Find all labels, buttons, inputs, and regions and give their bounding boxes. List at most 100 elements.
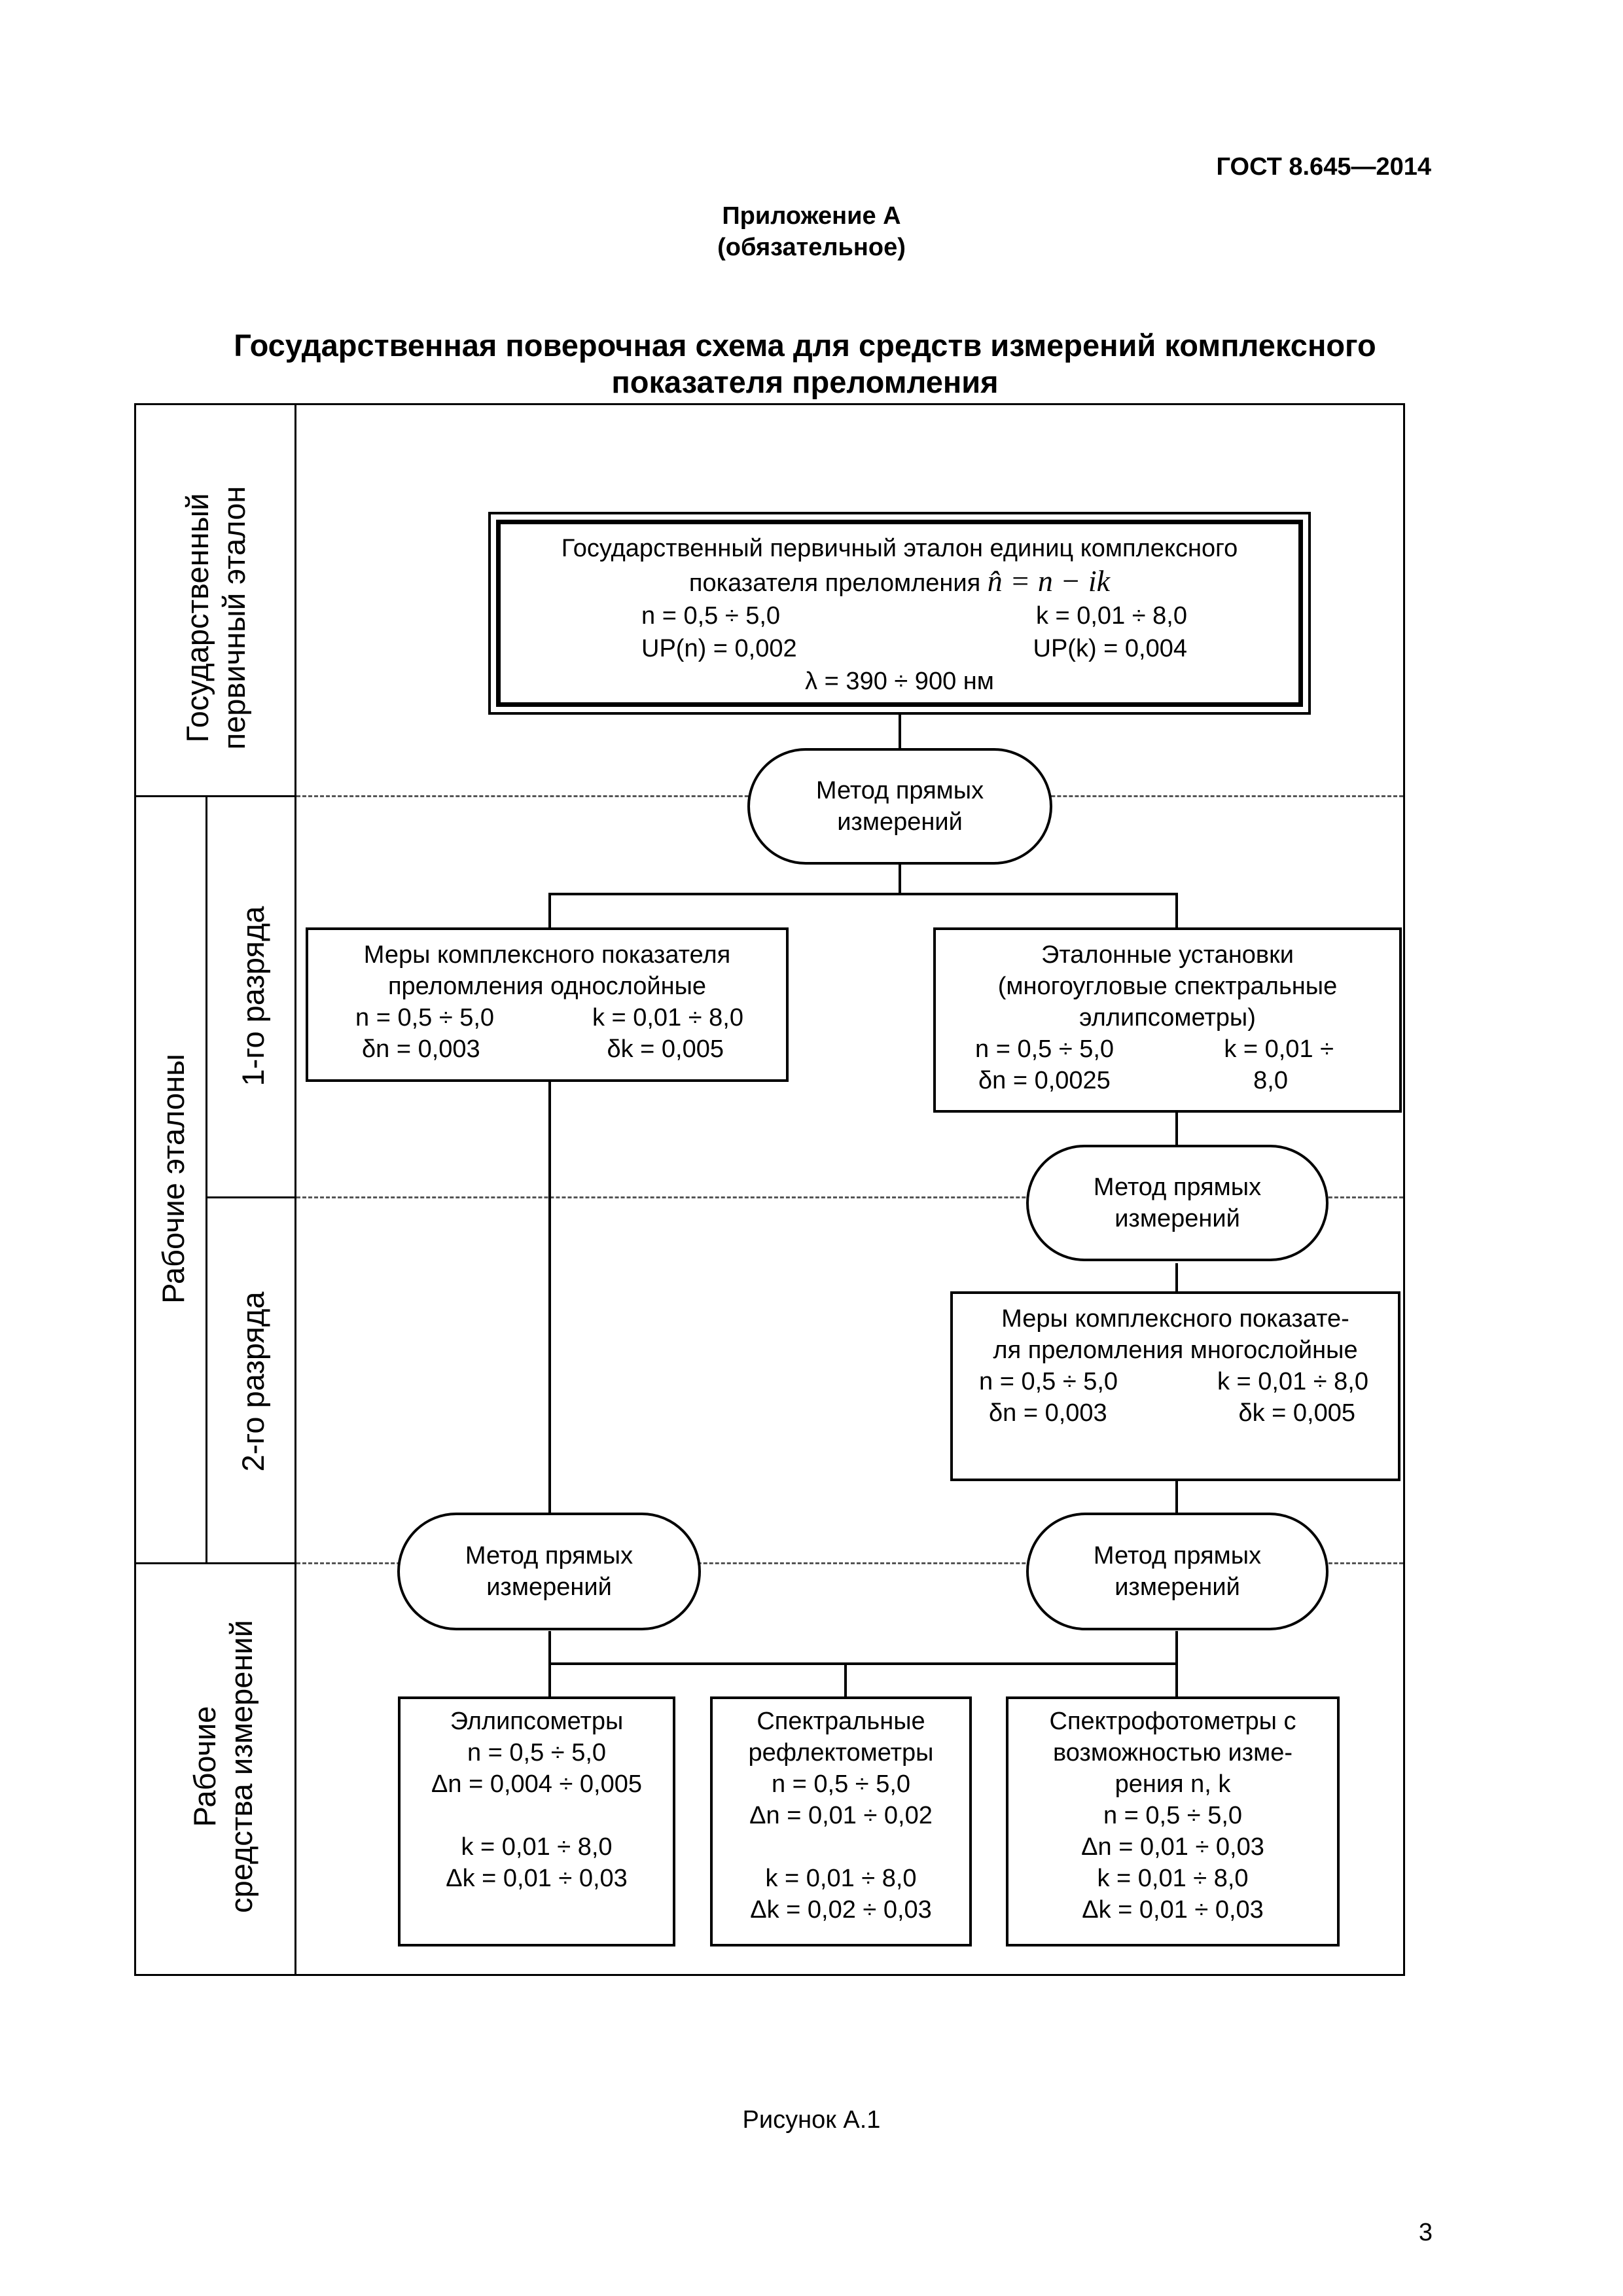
rank1-right-range-row: n = 0,5 ÷ 5,0 k = 0,01 ÷ bbox=[936, 1033, 1399, 1065]
appendix-status: (обязательное) bbox=[717, 234, 906, 261]
row-divider-3 bbox=[134, 1562, 295, 1564]
spectrophotometers-title-1: Спектрофотометры с bbox=[1049, 1708, 1296, 1735]
connector-primary-to-method bbox=[899, 713, 901, 750]
ellipsometers-box: Эллипсометры n = 0,5 ÷ 5,0 Δn = 0,004 ÷ … bbox=[398, 1696, 675, 1946]
row-label-primary-line1: Государственный bbox=[180, 493, 215, 743]
rank1-right-k-cont: 8,0 bbox=[1253, 1067, 1288, 1094]
rank1-left-range-row: n = 0,5 ÷ 5,0 k = 0,01 ÷ 8,0 bbox=[308, 1002, 786, 1033]
rank2-line2: ля преломления многослойные bbox=[993, 1336, 1358, 1364]
connector-to-right-box bbox=[1175, 893, 1178, 929]
primary-k-range: k = 0,01 ÷ 8,0 bbox=[1035, 602, 1187, 630]
rank1-reference-installations: Эталонные установки (многоугловые спектр… bbox=[933, 927, 1402, 1113]
connector-to-reflectometers bbox=[844, 1662, 847, 1699]
spectrophotometers-title-2: возможностью изме- bbox=[1052, 1739, 1293, 1767]
method-node-4-line2: измерений bbox=[1115, 1573, 1240, 1601]
connector-rank2-to-method4 bbox=[1175, 1480, 1178, 1516]
method-node-4: Метод прямых измерений bbox=[1026, 1513, 1329, 1630]
rank2-n: n = 0,5 ÷ 5,0 bbox=[979, 1368, 1118, 1395]
rank2-error-row: δn = 0,003 δk = 0,005 bbox=[953, 1397, 1398, 1429]
primary-standard-line2: показателя преломления bbox=[688, 569, 981, 597]
rank-column-divider bbox=[205, 795, 207, 1562]
connector-to-spectrophotometers bbox=[1175, 1662, 1178, 1699]
connector-to-left-box bbox=[548, 893, 551, 929]
appendix-heading: Приложение А (обязательное) bbox=[0, 200, 1623, 263]
row-label-instruments-line2: средства измерений bbox=[224, 1620, 259, 1913]
spectrophotometers-dn: Δn = 0,01 ÷ 0,03 bbox=[1081, 1833, 1264, 1861]
method-node-1-line2: измерений bbox=[837, 808, 963, 836]
dashed-divider-3 bbox=[296, 1562, 1403, 1564]
rank2-multilayer-measures: Меры комплексного показате- ля преломлен… bbox=[950, 1291, 1400, 1481]
diagram-title-line2: показателя преломления bbox=[611, 365, 999, 399]
reflectometers-spacer bbox=[713, 1831, 969, 1863]
connector-to-ellipsometers bbox=[548, 1662, 551, 1699]
rank1-left-line1: Меры комплексного показателя bbox=[363, 941, 731, 969]
ellipsometers-spacer bbox=[401, 1800, 673, 1831]
rank2-k: k = 0,01 ÷ 8,0 bbox=[1217, 1368, 1368, 1395]
rank1-single-layer-measures: Меры комплексного показателя преломления… bbox=[306, 927, 789, 1082]
rank1-left-error-row: δn = 0,003 δk = 0,005 bbox=[308, 1033, 786, 1065]
primary-up-n: UP(n) = 0,002 bbox=[641, 635, 797, 662]
primary-standard-line2-row: показателя преломления n̂ = n − ik bbox=[501, 565, 1298, 600]
diagram-title-line1: Государственная поверочная схема для сре… bbox=[234, 328, 1376, 363]
primary-n-range: n = 0,5 ÷ 5,0 bbox=[641, 602, 781, 630]
rank1-right-line3: эллипсометры) bbox=[1079, 1004, 1256, 1031]
frame-bottom bbox=[134, 1974, 1405, 1976]
rank2-dk: δk = 0,005 bbox=[1238, 1399, 1355, 1427]
rank1-right-k: k = 0,01 ÷ bbox=[1224, 1035, 1334, 1063]
rank1-left-line2: преломления однослойные bbox=[387, 973, 707, 1000]
method-node-3-line2: измерений bbox=[486, 1573, 612, 1601]
ellipsometers-n: n = 0,5 ÷ 5,0 bbox=[467, 1739, 607, 1767]
spectrophotometers-k: k = 0,01 ÷ 8,0 bbox=[1097, 1865, 1249, 1892]
reflectometers-box: Спектральные рефлектометры n = 0,5 ÷ 5,0… bbox=[710, 1696, 972, 1946]
reflectometers-k: k = 0,01 ÷ 8,0 bbox=[765, 1865, 917, 1892]
rank1-left-dn: δn = 0,003 bbox=[362, 1035, 480, 1063]
rank1-right-line1: Эталонные установки bbox=[1041, 941, 1294, 969]
ellipsometers-k: k = 0,01 ÷ 8,0 bbox=[461, 1833, 613, 1861]
reflectometers-title-1: Спектральные bbox=[757, 1708, 925, 1735]
connector-method-down bbox=[899, 862, 901, 894]
primary-lambda: λ = 390 ÷ 900 нм bbox=[805, 668, 994, 695]
rank2-line1: Меры комплексного показате- bbox=[1001, 1305, 1349, 1333]
method-node-2: Метод прямых измерений bbox=[1026, 1145, 1329, 1261]
row-label-instruments-line1: Рабочие bbox=[187, 1706, 222, 1827]
primary-standard-range-row: n = 0,5 ÷ 5,0 k = 0,01 ÷ 8,0 bbox=[501, 600, 1298, 632]
rank1-left-dk: δk = 0,005 bbox=[607, 1035, 724, 1063]
row-label-working: Рабочие эталоны bbox=[156, 1054, 190, 1304]
reflectometers-dk: Δk = 0,02 ÷ 0,03 bbox=[750, 1896, 932, 1924]
connector-right-to-method2 bbox=[1175, 1111, 1178, 1147]
row-label-rank2: 2-го разряда bbox=[236, 1291, 270, 1472]
reflectometers-title-2: рефлектометры bbox=[748, 1739, 934, 1767]
method-node-3: Метод прямых измерений bbox=[397, 1513, 701, 1630]
figure-caption: Рисунок А.1 bbox=[742, 2106, 881, 2134]
method-node-2-line2: измерений bbox=[1115, 1205, 1240, 1232]
primary-standard-uncertainty-row: UP(n) = 0,002 UP(k) = 0,004 bbox=[501, 632, 1298, 665]
spectrophotometers-box: Спектрофотометры с возможностью изме- ре… bbox=[1006, 1696, 1340, 1946]
method-node-1-line1: Метод прямых bbox=[815, 777, 984, 804]
connector-bottom-horizontal bbox=[548, 1662, 1178, 1665]
row-divider-2 bbox=[205, 1196, 295, 1198]
row-label-primary-line2: первичный эталон bbox=[217, 486, 251, 750]
method-node-4-line1: Метод прямых bbox=[1093, 1542, 1262, 1570]
ellipsometers-title: Эллипсометры bbox=[450, 1708, 624, 1735]
connector-split-horizontal bbox=[548, 893, 1177, 895]
row-label-rank1: 1-го разряда bbox=[236, 906, 270, 1086]
appendix-title: Приложение А bbox=[722, 202, 901, 230]
frame-right bbox=[1403, 403, 1405, 1976]
primary-standard-line1: Государственный первичный эталон единиц … bbox=[561, 535, 1238, 562]
primary-standard-formula: n̂ = n − ik bbox=[987, 564, 1111, 598]
spectrophotometers-n: n = 0,5 ÷ 5,0 bbox=[1103, 1802, 1243, 1829]
reflectometers-n: n = 0,5 ÷ 5,0 bbox=[771, 1770, 911, 1798]
rank1-right-n: n = 0,5 ÷ 5,0 bbox=[975, 1035, 1115, 1063]
ellipsometers-dn: Δn = 0,004 ÷ 0,005 bbox=[431, 1770, 642, 1798]
rank2-range-row: n = 0,5 ÷ 5,0 k = 0,01 ÷ 8,0 bbox=[953, 1366, 1398, 1397]
primary-standard-box: Государственный первичный эталон единиц … bbox=[488, 512, 1311, 715]
rank1-left-n: n = 0,5 ÷ 5,0 bbox=[355, 1004, 495, 1031]
connector-method3-down bbox=[548, 1631, 551, 1664]
frame-left bbox=[134, 403, 136, 1976]
method-node-2-line1: Метод прямых bbox=[1093, 1174, 1262, 1201]
rank1-left-k: k = 0,01 ÷ 8,0 bbox=[592, 1004, 743, 1031]
method-node-3-line1: Метод прямых bbox=[465, 1542, 633, 1570]
connector-left-long bbox=[548, 1081, 551, 1516]
rank1-right-dn: δn = 0,0025 bbox=[978, 1067, 1111, 1094]
primary-up-k: UP(k) = 0,004 bbox=[1033, 635, 1188, 662]
